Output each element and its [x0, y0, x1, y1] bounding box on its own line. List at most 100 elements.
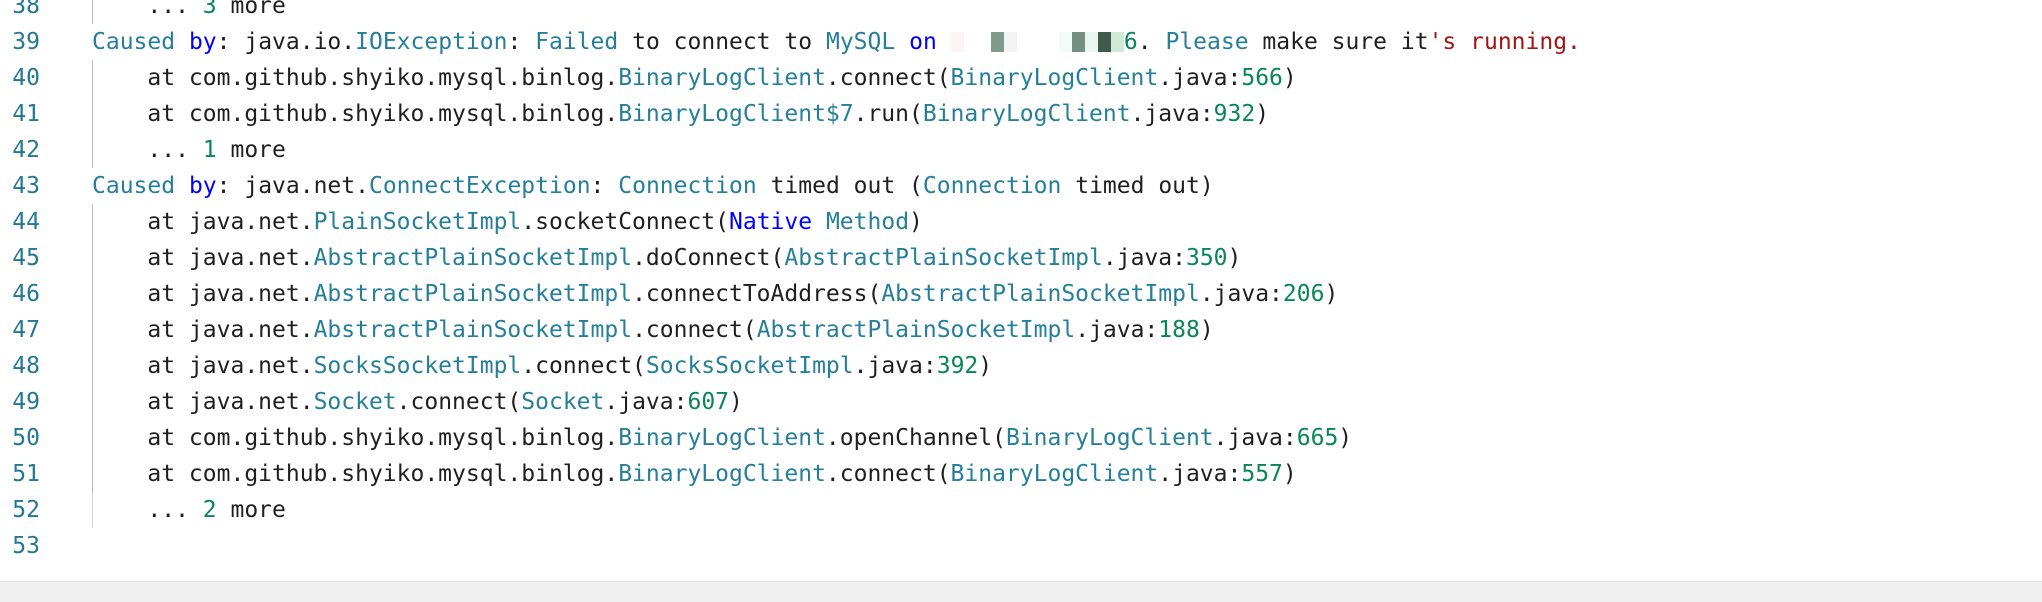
- line-number: 53: [12, 533, 40, 559]
- code-token: ): [1282, 461, 1297, 487]
- indent-guide: [92, 384, 93, 420]
- code-token: more: [216, 0, 286, 19]
- line-number: 45: [12, 245, 40, 271]
- code-token: :: [507, 29, 536, 55]
- code-token: BinaryLogClient: [922, 101, 1131, 127]
- code-token: MySQL: [825, 29, 896, 55]
- code-token: ): [1324, 281, 1339, 307]
- code-token: 932: [1213, 101, 1256, 127]
- line-number: 41: [12, 101, 40, 127]
- line-number: 42: [12, 137, 40, 163]
- code-token: ): [729, 389, 743, 415]
- code-token: 2: [202, 497, 217, 523]
- code-token: at com.github.shyiko.mysql.binlog.: [147, 101, 619, 127]
- code-token: Caused: [92, 29, 176, 55]
- indent-guide: [92, 420, 93, 456]
- code-line[interactable]: 43 Caused by: java.net.ConnectException: …: [0, 168, 2042, 204]
- code-token: .java:: [853, 353, 937, 379]
- code-token: : java.io.: [216, 29, 356, 55]
- code-token: [964, 29, 992, 55]
- code-token: BinaryLogClient: [950, 65, 1159, 91]
- code-token: .run(: [853, 101, 923, 127]
- code-token: Socket: [521, 389, 605, 415]
- code-token: ): [1227, 245, 1242, 271]
- code-token: ...: [147, 137, 203, 163]
- code-token: at java.net.: [147, 389, 314, 415]
- code-token: AbstractPlainSocketImpl: [881, 281, 1200, 307]
- code-token: Please: [1165, 29, 1249, 55]
- code-token: BinaryLogClient: [618, 425, 826, 451]
- code-token: .java:: [1075, 317, 1159, 343]
- horizontal-scrollbar[interactable]: [0, 581, 2042, 602]
- code-token: 566: [1241, 65, 1283, 91]
- code-token: more: [216, 137, 286, 163]
- code-token: to connect to: [618, 29, 826, 55]
- code-token: : java.net.: [216, 173, 369, 199]
- code-line[interactable]: 38 ... 3 more: [0, 0, 2042, 24]
- code-line[interactable]: 46 at java.net.AbstractPlainSocketImpl.c…: [0, 276, 2042, 312]
- indent-guide: [92, 456, 93, 492]
- line-number: 39: [12, 29, 40, 55]
- code-token: Method: [825, 209, 910, 235]
- line-text: at java.net.AbstractPlainSocketImpl.doCo…: [92, 240, 1241, 276]
- line-number: 38: [12, 0, 40, 19]
- code-token: 557: [1241, 461, 1283, 487]
- code-line[interactable]: 52 ... 2 more: [0, 492, 2042, 528]
- line-number: 48: [12, 353, 40, 379]
- code-line[interactable]: 42 ... 1 more: [0, 132, 2042, 168]
- code-line[interactable]: 51 at com.github.shyiko.mysql.binlog.Bin…: [0, 456, 2042, 492]
- line-text: at java.net.PlainSocketImpl.socketConnec…: [92, 204, 923, 240]
- code-token: 188: [1158, 317, 1200, 343]
- code-token: [175, 173, 189, 199]
- code-token: on: [909, 29, 937, 55]
- code-line[interactable]: 47 at java.net.AbstractPlainSocketImpl.c…: [0, 312, 2042, 348]
- code-line[interactable]: 49 at java.net.Socket.connect(Socket.jav…: [0, 384, 2042, 420]
- code-line[interactable]: 41 at com.github.shyiko.mysql.binlog. Bin…: [0, 96, 2042, 132]
- line-text: Caused by: java.net.ConnectException: Co…: [92, 168, 1214, 204]
- line-text: ... 3 more: [92, 0, 286, 24]
- code-token: 1: [202, 137, 217, 163]
- line-text: at java.net.AbstractPlainSocketImpl.conn…: [92, 276, 1338, 312]
- code-token: AbstractPlainSocketImpl: [313, 317, 633, 343]
- code-token: .java:: [1199, 281, 1283, 307]
- code-token: 392: [936, 353, 979, 379]
- redacted-block: [950, 32, 964, 52]
- code-token: ConnectException: [368, 173, 591, 199]
- code-token: ...: [147, 0, 203, 19]
- code-token: 607: [687, 389, 730, 415]
- code-line[interactable]: 50 at com.github.shyiko.mysql.binlog.Bin…: [0, 420, 2042, 456]
- code-lines: 38 ... 3 more 39 Caused by : java.io.IOExce…: [0, 0, 2042, 564]
- code-line[interactable]: 40 at com.github.shyiko.mysql.binlog. Bin…: [0, 60, 2042, 96]
- line-number: 40: [12, 65, 40, 91]
- code-token: ): [909, 209, 923, 235]
- line-text: at com.github.shyiko.mysql.binlog. Binary…: [92, 60, 1296, 96]
- indent-guide: [92, 60, 93, 96]
- code-token: ...: [147, 497, 203, 523]
- code-token: at com.github.shyiko.mysql.binlog.: [147, 65, 619, 91]
- indent-guide: [92, 132, 93, 168]
- indent-guide: [92, 348, 93, 384]
- code-token: at java.net.: [147, 209, 314, 235]
- line-number: 46: [12, 281, 40, 307]
- code-token: 's running.: [1428, 29, 1581, 55]
- code-token: .openChannel(: [825, 425, 1006, 451]
- redacted-block: [1097, 32, 1111, 52]
- line-number: 43: [12, 173, 40, 199]
- code-token: timed out (: [756, 173, 923, 199]
- code-token: at com.github.shyiko.mysql.binlog.: [147, 461, 619, 487]
- redacted-block: [1071, 32, 1085, 52]
- indent-guide: [92, 96, 93, 132]
- code-token: .java:: [1102, 245, 1186, 271]
- code-line[interactable]: 53: [0, 528, 2042, 564]
- code-line[interactable]: 48 at java.net.SocksSocketImpl.connect(S…: [0, 348, 2042, 384]
- code-token: BinaryLogClient: [618, 461, 826, 487]
- code-token: IOException: [355, 29, 508, 55]
- code-line[interactable]: 45 at java.net.AbstractPlainSocketImpl.d…: [0, 240, 2042, 276]
- code-line[interactable]: 44 at java.net.PlainSocketImpl.socketCon…: [0, 204, 2042, 240]
- code-token: .connectToAddress(: [632, 281, 882, 307]
- code-token: at java.net.: [147, 245, 314, 271]
- code-token: .connect(: [521, 353, 646, 379]
- code-token: by: [188, 173, 217, 199]
